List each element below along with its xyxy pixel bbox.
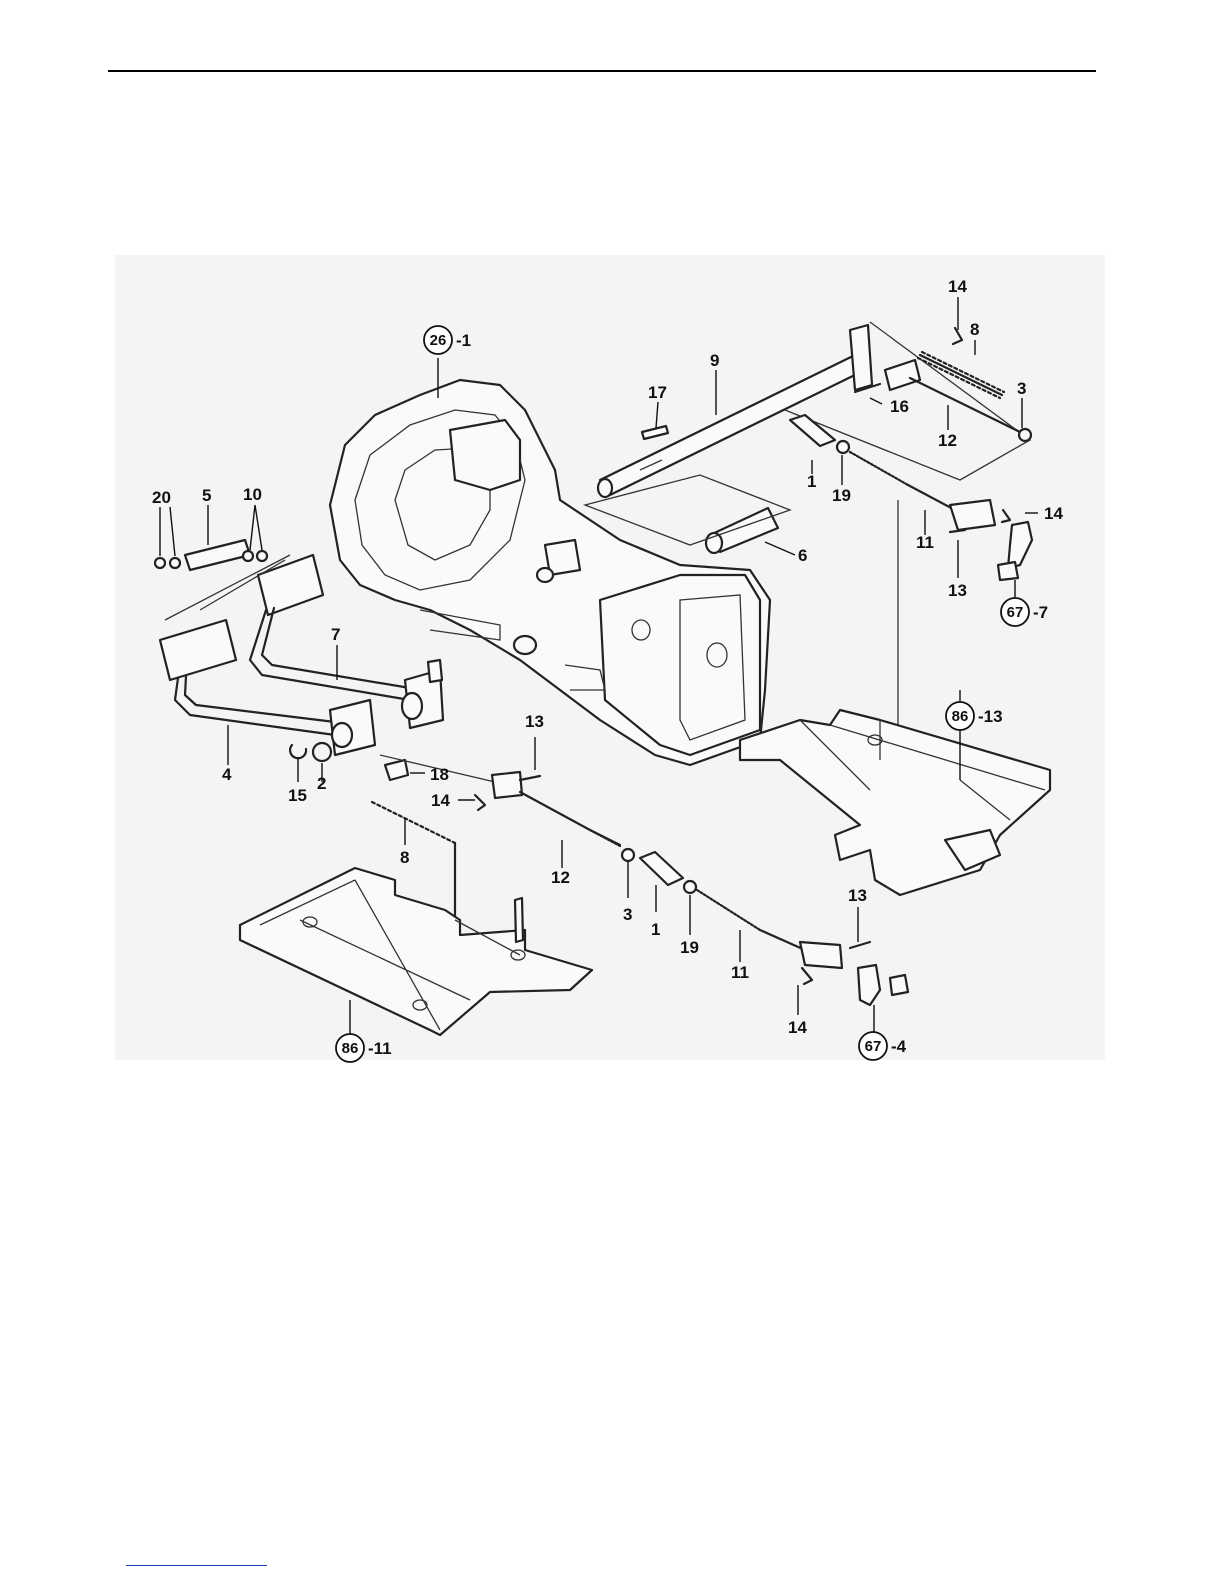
callout-14: 14	[431, 791, 450, 810]
callout-14: 14	[788, 1018, 807, 1037]
bolt-5	[185, 540, 250, 570]
svg-text:-4: -4	[891, 1037, 907, 1056]
nut-19-top	[837, 441, 849, 453]
callout-13: 13	[525, 712, 544, 731]
callout-14: 14	[948, 277, 967, 296]
clevis-13-lower	[492, 772, 540, 798]
fitting-18	[385, 760, 408, 780]
rod-11-top	[908, 485, 995, 532]
callout-3: 3	[623, 905, 632, 924]
washer-10-a	[243, 551, 253, 561]
nut-20-b	[170, 558, 180, 568]
nut-19-lower	[684, 881, 696, 893]
cotter-14-top-right	[1002, 510, 1010, 522]
svg-text:26: 26	[430, 332, 447, 349]
snap-ring-15	[290, 745, 306, 758]
callout-19: 19	[680, 938, 699, 957]
cotter-14-lower-left	[475, 795, 485, 810]
callout-13: 13	[848, 886, 867, 905]
reference-26-1: 26 -1	[424, 326, 471, 354]
threaded-rod-top	[850, 452, 908, 485]
callout-1: 1	[807, 472, 816, 491]
reference-67-7: 67 -7	[1001, 598, 1048, 626]
callout-19: 19	[832, 486, 851, 505]
callout-1: 1	[651, 920, 660, 939]
spring-8-top	[918, 352, 1004, 398]
thread-12-lower	[590, 830, 620, 846]
nut-20-a	[155, 558, 165, 568]
callout-11: 11	[916, 533, 934, 552]
callout-8: 8	[970, 320, 979, 339]
svg-text:86: 86	[952, 708, 969, 725]
nut-3-top	[1019, 429, 1031, 441]
washer-2	[313, 743, 331, 761]
sleeve-6	[706, 508, 778, 553]
callout-4: 4	[222, 765, 232, 784]
callout-12: 12	[938, 431, 957, 450]
svg-text:-1: -1	[456, 331, 471, 350]
footer-link-underline	[126, 1565, 267, 1566]
thread-11-lower	[697, 890, 760, 930]
svg-text:86: 86	[342, 1040, 359, 1057]
callout-7: 7	[331, 625, 340, 644]
callout-16: 16	[890, 397, 909, 416]
callout-5: 5	[202, 486, 211, 505]
callout-12: 12	[551, 868, 570, 887]
callout-10: 10	[243, 485, 262, 504]
cotter-14-lower-right	[802, 968, 812, 984]
lever-67-7	[998, 522, 1032, 580]
callout-2: 2	[317, 774, 326, 793]
svg-text:-11: -11	[368, 1039, 392, 1058]
washer-10-b	[257, 551, 267, 561]
bracket-86-11	[240, 868, 592, 1035]
nut-3-lower	[622, 849, 634, 861]
callout-18: 18	[430, 765, 449, 784]
callout-15: 15	[288, 786, 307, 805]
reference-67-4: 67 -4	[859, 1032, 907, 1060]
turnbuckle-1-lower	[640, 852, 683, 885]
pedal-4	[160, 620, 375, 755]
bracket-86-13	[740, 710, 1050, 895]
rod-11-lower	[760, 930, 842, 968]
reference-86-13: 86 -13	[946, 702, 1003, 730]
svg-text:67: 67	[865, 1038, 882, 1055]
pin-13-lower-right	[850, 942, 870, 948]
cotter-14-top	[953, 328, 962, 344]
callout-9: 9	[710, 351, 719, 370]
callout-8: 8	[400, 848, 409, 867]
svg-text:67: 67	[1007, 604, 1024, 621]
svg-text:-7: -7	[1033, 603, 1048, 622]
callout-3: 3	[1017, 379, 1026, 398]
key-17	[642, 426, 668, 439]
cross-shaft-9	[598, 325, 872, 497]
svg-text:-13: -13	[978, 707, 1003, 726]
reference-86-11: 86 -11	[336, 1034, 392, 1062]
turnbuckle-1-top	[790, 415, 835, 446]
callout-11: 11	[731, 963, 749, 982]
lever-67-4	[858, 965, 908, 1005]
callout-6: 6	[798, 546, 807, 565]
callout-14: 14	[1044, 504, 1063, 523]
callout-20: 20	[152, 488, 171, 507]
callout-13: 13	[948, 581, 967, 600]
callout-17: 17	[648, 383, 667, 402]
